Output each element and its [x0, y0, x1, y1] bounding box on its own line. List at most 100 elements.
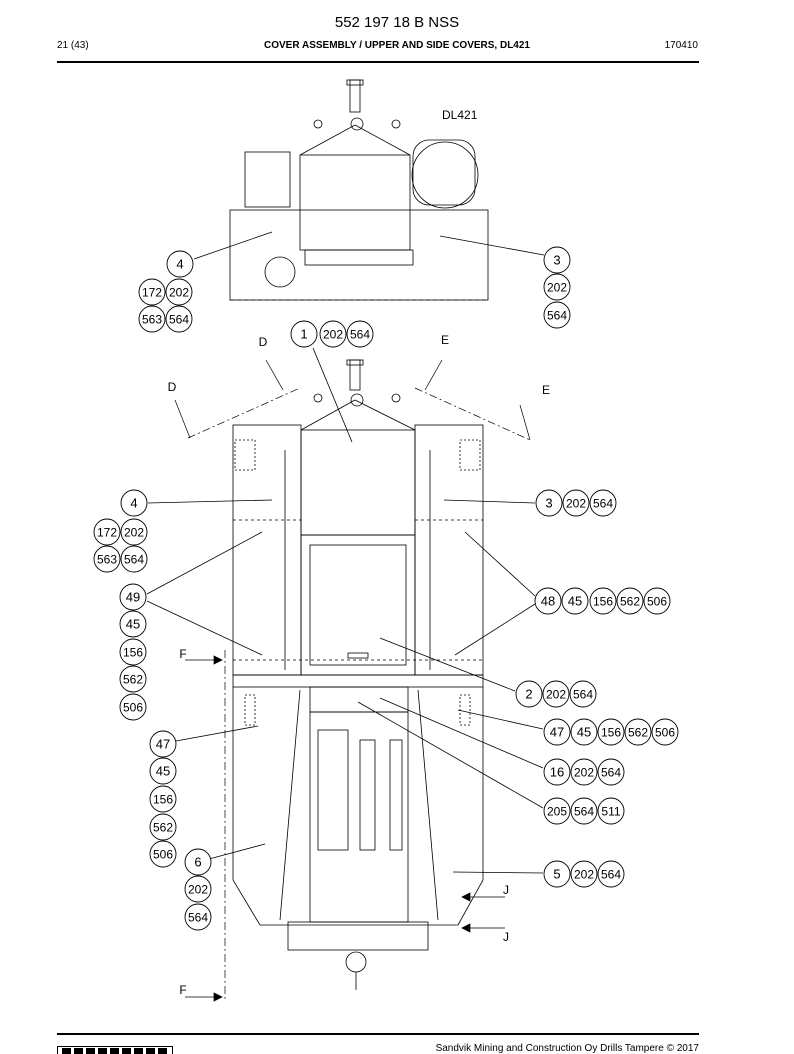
callout-l202: 202: [120, 518, 148, 546]
callout-number: 45: [126, 617, 140, 632]
callout-number: 48: [541, 594, 555, 609]
callout-l49_506: 506: [119, 693, 147, 721]
callout-number: 202: [546, 688, 566, 702]
callout-circle: [515, 680, 543, 708]
section-d-top: D: [259, 335, 268, 349]
callout-c1: 1: [290, 320, 318, 348]
callout-circle: [119, 665, 147, 693]
callout-r205_564: 564: [570, 797, 598, 825]
callout-circle: [543, 758, 571, 786]
callout-circle: [561, 587, 589, 615]
callout-number: 4: [176, 257, 183, 272]
callout-r48_45: 45: [561, 587, 589, 615]
callout-l564: 564: [120, 545, 148, 573]
callout-circle: [597, 758, 625, 786]
callout-r5: 5: [543, 860, 571, 888]
callout-top564a: 564: [165, 305, 193, 333]
callout-number: 564: [593, 497, 613, 511]
callout-l4: 4: [120, 489, 148, 517]
section-f-bottom: F: [179, 983, 186, 997]
callout-l6_202: 202: [184, 875, 212, 903]
callout-number: 562: [628, 726, 648, 740]
callout-circle: [120, 489, 148, 517]
callout-circle: [149, 785, 177, 813]
callout-number: 45: [156, 764, 170, 779]
callout-circle: [119, 610, 147, 638]
callout-number: 511: [601, 805, 620, 819]
callout-circle: [138, 305, 166, 333]
callout-number: 202: [574, 868, 594, 882]
callout-r47_562: 562: [624, 718, 652, 746]
callout-l47_506: 506: [149, 840, 177, 868]
page-indicator: 21 (43): [57, 40, 89, 51]
callout-circle: [643, 587, 671, 615]
callout-r48: 48: [534, 587, 562, 615]
callout-number: 506: [647, 595, 667, 609]
callout-r47_45: 45: [570, 718, 598, 746]
callout-top564b: 564: [543, 301, 571, 329]
callout-number: 202: [323, 328, 343, 342]
callout-number: 564: [547, 309, 567, 323]
section-lines: [174, 359, 531, 1002]
callout-top202a: 202: [165, 278, 193, 306]
section-e-right: E: [542, 383, 550, 397]
callout-l49_156: 156: [119, 638, 147, 666]
callout-r205_511: 511: [597, 797, 625, 825]
section-j-top: J: [503, 883, 509, 897]
callout-circle: [319, 320, 347, 348]
callout-l563: 563: [93, 545, 121, 573]
callout-number: 564: [350, 328, 370, 342]
model-label: DL421: [442, 108, 478, 122]
callout-r16: 16: [543, 758, 571, 786]
callout-r3_202: 202: [562, 489, 590, 517]
callout-circle: [119, 583, 147, 611]
callout-circle: [562, 489, 590, 517]
callout-top563: 563: [138, 305, 166, 333]
callout-number: 47: [156, 737, 170, 752]
callout-r5_202: 202: [570, 860, 598, 888]
callout-number: 156: [601, 726, 621, 740]
callout-r47_156: 156: [597, 718, 625, 746]
callout-circle: [119, 693, 147, 721]
page-title: COVER ASSEMBLY / UPPER AND SIDE COVERS, …: [264, 40, 530, 51]
callout-circle: [184, 848, 212, 876]
callout-l6_564: 564: [184, 903, 212, 931]
callout-circle: [570, 758, 598, 786]
callout-number: 172: [142, 286, 162, 300]
callout-r48_506: 506: [643, 587, 671, 615]
callout-top3: 3: [543, 246, 571, 274]
callout-number: 49: [126, 590, 140, 605]
callout-circle: [149, 840, 177, 868]
callout-circle: [616, 587, 644, 615]
callout-circle: [120, 545, 148, 573]
callout-circle: [589, 489, 617, 517]
callout-number: 156: [123, 646, 143, 660]
top-view-drawing: [229, 79, 489, 990]
callout-c1_202: 202: [319, 320, 347, 348]
callout-number: 16: [550, 765, 564, 780]
callout-circle: [570, 797, 598, 825]
callout-circle: [543, 860, 571, 888]
section-d-left: D: [168, 380, 177, 394]
callout-number: 562: [123, 673, 143, 687]
callout-r3_564: 564: [589, 489, 617, 517]
callout-number: 564: [601, 868, 621, 882]
callout-circle: [165, 305, 193, 333]
callout-number: 205: [547, 805, 567, 819]
callout-number: 564: [601, 766, 621, 780]
callout-circle: [290, 320, 318, 348]
footer-rule: [57, 1033, 699, 1035]
callout-number: 172: [97, 526, 117, 540]
section-j-bottom: J: [503, 930, 509, 944]
callout-number: 4: [130, 496, 137, 511]
callout-circle: [597, 797, 625, 825]
callout-circle: [651, 718, 679, 746]
callout-r2_564: 564: [569, 680, 597, 708]
section-f-top: F: [179, 647, 186, 661]
callout-number: 563: [142, 313, 162, 327]
callout-number: 564: [188, 911, 208, 925]
callout-number: 5: [553, 867, 560, 882]
callout-circle: [120, 518, 148, 546]
